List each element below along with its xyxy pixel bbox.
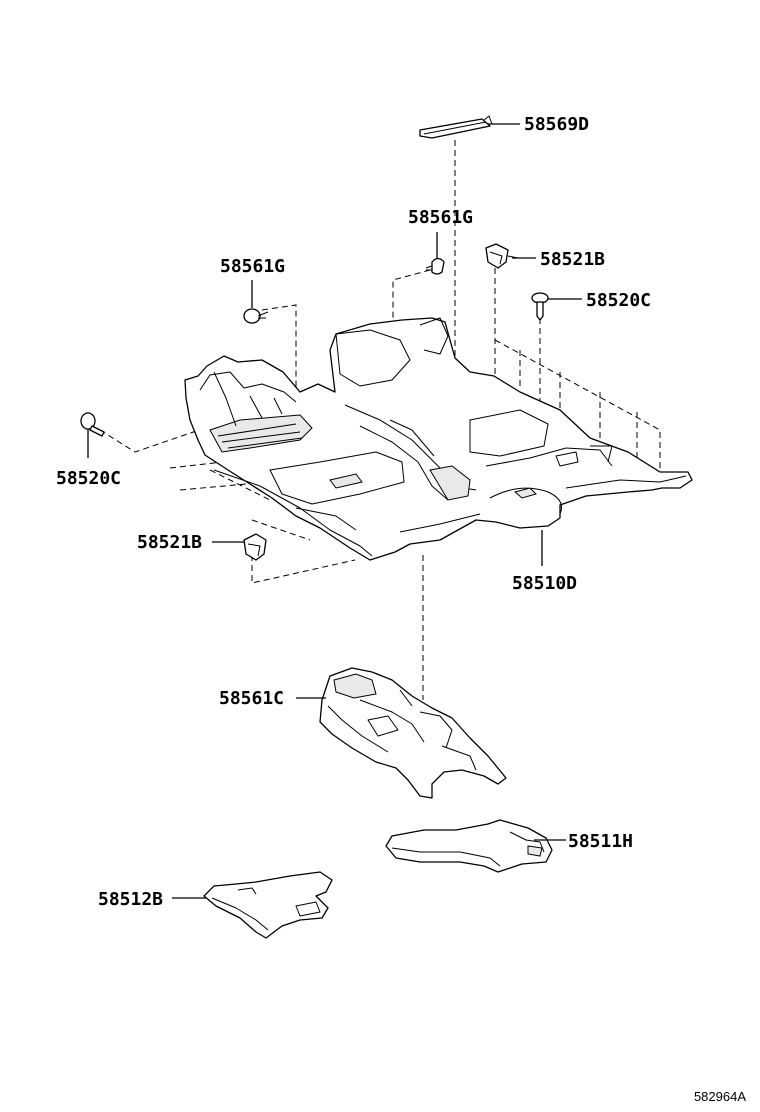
label-58510d: 58510D — [512, 573, 577, 594]
part-58561c-tunnel-insulator — [319, 667, 507, 799]
part-58569d-plate — [419, 115, 493, 139]
label-58569d: 58569D — [524, 114, 589, 135]
part-58520c-left-clip — [80, 412, 105, 437]
part-58510d-floor-carpet — [184, 317, 693, 561]
part-58561g-left-clip — [243, 308, 269, 324]
label-58521b-left: 58521B — [137, 532, 202, 553]
label-58561g-left: 58561G — [220, 256, 285, 277]
label-58521b-top: 58521B — [540, 249, 605, 270]
label-58520c-right: 58520C — [586, 290, 651, 311]
part-58520c-right-clip — [531, 292, 549, 321]
label-58520c-left: 58520C — [56, 468, 121, 489]
part-58512b-floor-mat — [203, 871, 333, 939]
label-58561c: 58561C — [219, 688, 284, 709]
label-58561g-top: 58561G — [408, 207, 473, 228]
part-58561g-top-clip — [425, 257, 445, 275]
leader-lines — [87, 123, 582, 899]
part-58521b-top-clip — [485, 243, 519, 269]
part-58521b-left-clip — [243, 533, 267, 561]
part-58511h-floor-mat — [385, 819, 553, 873]
diagram-reference-code: 582964A — [694, 1089, 746, 1104]
part-labels: 58569D 58561G 58521B 58520C 58561G 58520… — [56, 114, 746, 1104]
label-58512b: 58512B — [98, 889, 163, 910]
label-58511h: 58511H — [568, 831, 633, 852]
